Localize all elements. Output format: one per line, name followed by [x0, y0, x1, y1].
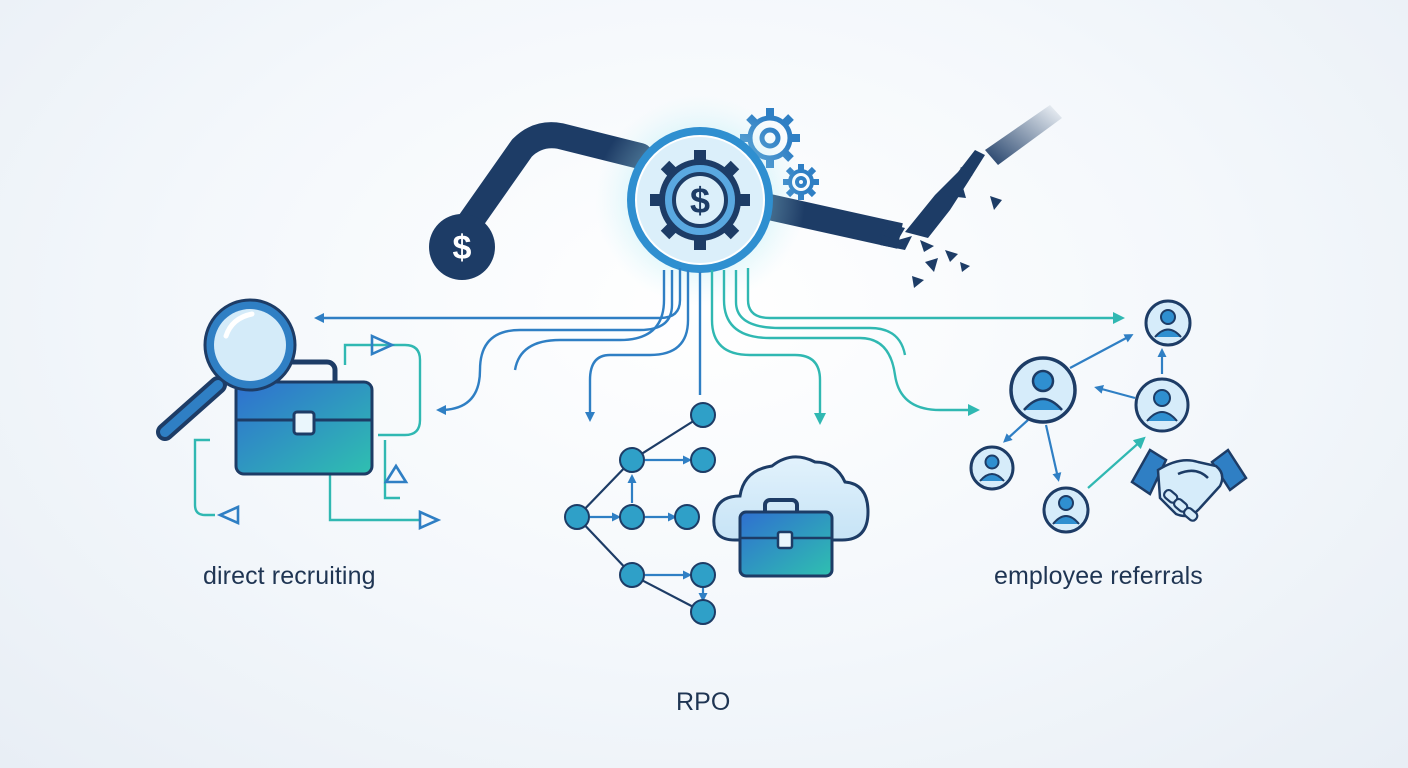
rpo-illustration [564, 402, 870, 625]
person-icon-main [1009, 356, 1077, 424]
cloud-briefcase-icon [712, 455, 870, 578]
dollar-sign: $ [453, 229, 472, 267]
employee-referrals-illustration [969, 299, 1248, 534]
person-icon-left [969, 445, 1015, 491]
direct-recruiting-label: direct recruiting [203, 562, 376, 590]
central-cost-gear-hub: $ [595, 95, 805, 305]
recruiting-cycle-arrows [193, 343, 422, 522]
magnifying-glass-icon [156, 298, 297, 441]
employee-referrals-label: employee referrals [994, 562, 1203, 590]
dollar-coin-icon: $ [429, 214, 495, 280]
person-icon-bottom [1042, 486, 1090, 534]
handshake-icon [1130, 448, 1248, 522]
flow-lines [314, 268, 1125, 425]
briefcase-icon [234, 359, 374, 476]
broken-pipe [880, 105, 1062, 288]
gear-icon: $ [650, 150, 750, 250]
person-icon-right [1134, 377, 1190, 433]
person-icon-top [1144, 299, 1192, 347]
hub-dollar-sign: $ [690, 180, 710, 221]
rpo-label: RPO [676, 688, 731, 716]
rpo-network-nodes [564, 402, 716, 625]
direct-recruiting-illustration [156, 298, 442, 531]
